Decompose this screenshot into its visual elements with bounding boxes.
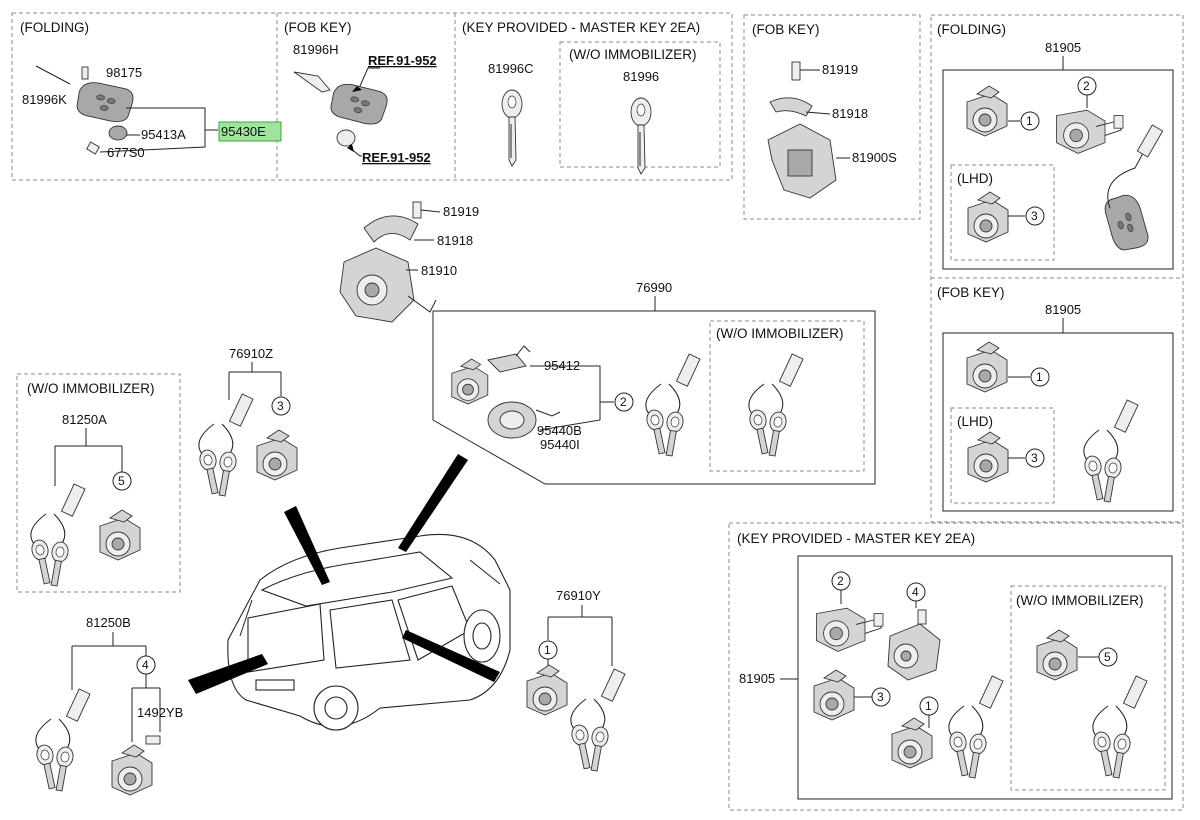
part-81918: 81918 (437, 233, 473, 248)
section-lhd-folding: (LHD) (957, 171, 993, 186)
callout-5-bottom: 5 (1104, 650, 1111, 664)
top-left-panel: (FOLDING) (FOB KEY) (KEY PROVIDED - MAST… (11, 12, 733, 181)
blank-key-81996C (501, 89, 523, 167)
part-95430E[interactable]: 95430E (221, 124, 266, 139)
section-key-provided-bottom: (KEY PROVIDED - MASTER KEY 2EA) (737, 531, 975, 546)
section-folding-top: (FOLDING) (20, 20, 89, 35)
part-81900S: 81900S (852, 150, 897, 165)
highlight-95430E[interactable] (218, 121, 282, 142)
car-illustration (188, 454, 511, 731)
part-81996: 81996 (623, 69, 659, 84)
part-81910: 81910 (421, 263, 457, 278)
battery-part (108, 125, 128, 141)
arrow-door (402, 630, 500, 682)
part-95440B: 95440B (537, 423, 582, 438)
part-76910Y: 76910Y (556, 588, 601, 603)
callout-3-76910Z: 3 (277, 399, 284, 413)
ref-91-952-bottom[interactable]: REF.91-952 (362, 150, 431, 165)
part-76910Z: 76910Z (229, 346, 273, 361)
blank-key-81996 (630, 97, 652, 175)
assembly-81250B: 81250B 4 1492YB (34, 615, 183, 796)
part-95413A: 95413A (141, 127, 186, 142)
section-wo-immobilizer-bottom: (W/O IMMOBILIZER) (1016, 593, 1144, 608)
part-95440I: 95440I (540, 437, 580, 452)
part-81996C: 81996C (488, 61, 534, 76)
98175-part (81, 66, 89, 80)
part-81905-folding: 81905 (1045, 40, 1081, 55)
callout-2-76990: 2 (620, 395, 627, 409)
section-fob-key-mid: (FOB KEY) (752, 22, 820, 37)
callout-2-bottom: 2 (837, 574, 844, 588)
section-fob-key-top: (FOB KEY) (284, 20, 352, 35)
part-81250B: 81250B (86, 615, 131, 630)
part-81905-fob: 81905 (1045, 302, 1081, 317)
part-95412: 95412 (544, 358, 580, 373)
callout-1-bottom: 1 (925, 699, 932, 713)
part-677S0: 677S0 (107, 145, 145, 160)
ref-91-952-top[interactable]: REF.91-952 (368, 53, 437, 68)
arrow-roof (284, 506, 330, 585)
wo-immobilizer-left-panel: (W/O IMMOBILIZER) 81250A 5 (16, 373, 181, 593)
callout-5-left: 5 (118, 474, 125, 488)
callout-1-fob: 1 (1036, 370, 1043, 384)
part-81919-mid: 81919 (822, 62, 858, 77)
arrow-ignition (398, 454, 468, 552)
callout-1-76910Y: 1 (544, 643, 551, 657)
callout-4-81250B: 4 (142, 658, 149, 672)
panel-76990: 76990 (W/O IMMOBILIZER) 2 95412 95440B 9… (432, 280, 876, 485)
part-81905-bottom: 81905 (739, 671, 775, 686)
callout-3-folding: 3 (1031, 209, 1038, 223)
part-81918-mid: 81918 (832, 106, 868, 121)
part-81919: 81919 (443, 204, 479, 219)
callout-1-folding: 1 (1026, 114, 1033, 128)
section-lhd-fob: (LHD) (957, 414, 993, 429)
fob-key-top-drawing (293, 67, 390, 157)
right-column-panel: (FOLDING) 81905 (LHD) 1 2 3 (FOB KEY) 81… (930, 14, 1184, 523)
arrow-tailgate (188, 654, 268, 694)
section-folding-right: (FOLDING) (937, 22, 1006, 37)
callout-4-bottom: 4 (912, 585, 919, 599)
part-81250A: 81250A (62, 412, 107, 427)
section-wo-immobilizer-left: (W/O IMMOBILIZER) (27, 381, 155, 396)
part-98175: 98175 (106, 65, 142, 80)
ignition-lock-assembly: 81919 81918 81910 (339, 201, 479, 323)
part-81996K: 81996K (22, 92, 67, 107)
callout-3-fob: 3 (1031, 451, 1038, 465)
section-key-provided-top: (KEY PROVIDED - MASTER KEY 2EA) (462, 20, 700, 35)
part-1492YB: 1492YB (137, 705, 183, 720)
part-81996H: 81996H (293, 42, 339, 57)
assembly-76910Y: 76910Y 1 (526, 588, 626, 773)
part-76990: 76990 (636, 280, 672, 295)
fob-key-mid-panel: (FOB KEY) 81919 81918 81900S (743, 14, 921, 220)
callout-2-folding: 2 (1083, 79, 1090, 93)
assembly-76910Z: 76910Z 3 (197, 346, 298, 498)
section-wo-immobilizer-top: (W/O IMMOBILIZER) (569, 47, 697, 62)
section-wo-immobilizer-76990: (W/O IMMOBILIZER) (716, 326, 844, 341)
folding-fob-key-drawing (35, 65, 218, 155)
section-fob-key-right: (FOB KEY) (937, 285, 1005, 300)
callout-3-bottom: 3 (877, 690, 884, 704)
key-provided-bottom-panel: (KEY PROVIDED - MASTER KEY 2EA) (W/O IMM… (728, 522, 1184, 811)
